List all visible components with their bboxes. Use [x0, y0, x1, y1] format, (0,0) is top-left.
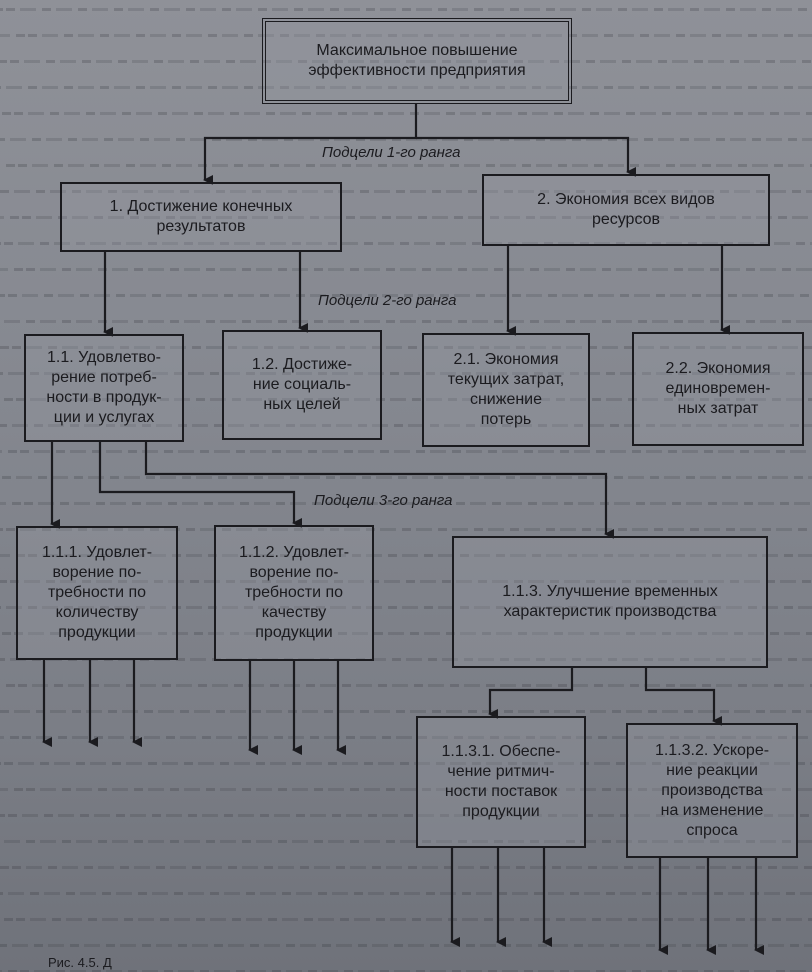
rank-label-level3: Подцели 3-го ранга [314, 492, 453, 509]
goal-node-1-1-3-1: 1.1.3.1. Обеспе- чение ритмич- ности пос… [416, 716, 586, 848]
goal-node-1-1-1: 1.1.1. Удовлет- ворение по- требности по… [16, 526, 178, 660]
background-text-line [0, 528, 812, 531]
background-text-line [0, 632, 812, 635]
background-text-line [0, 684, 812, 687]
goal-node-2-2: 2.2. Экономия единовремен- ных затрат [632, 332, 804, 446]
background-text-line [0, 944, 812, 947]
background-text-line [0, 814, 812, 817]
goal-node-1-2: 1.2. Достиже- ние социаль- ных целей [222, 330, 382, 440]
background-text-line [0, 164, 812, 167]
edge-node-1-1-to-1-1-2 [98, 442, 302, 528]
background-text-line [0, 658, 812, 661]
background-text-line [0, 424, 812, 427]
rank-label-level1: Подцели 1-го ранга [322, 144, 461, 161]
background-text-line [0, 502, 812, 505]
background-text-line [0, 190, 812, 193]
background-text-line [0, 34, 812, 37]
background-text-line [0, 60, 812, 63]
edge-node-1-1-3-to-1-1-3-2 [644, 668, 722, 726]
background-text-line [0, 450, 812, 453]
edge-node-1-1-3-to-1-1-3-1 [488, 668, 574, 719]
background-text-line [0, 138, 812, 141]
goal-node-2: 2. Экономия всех видов ресурсов [482, 174, 770, 246]
edge-root-to-node-1 [203, 104, 418, 185]
goal-node-1: 1. Достижение конечных результатов [60, 182, 342, 252]
goal-node-2-1: 2.1. Экономия текущих затрат, снижение п… [422, 333, 590, 447]
background-text-line [0, 892, 812, 895]
background-text-line [0, 294, 812, 297]
goal-node-1-1: 1.1. Удовлетво- рение потреб- ности в пр… [24, 334, 184, 442]
background-text-line [0, 788, 812, 791]
background-text-line [0, 554, 812, 557]
background-text-line [0, 970, 812, 972]
background-text-line [0, 606, 812, 609]
figure-caption: Рис. 4.5. Д [48, 955, 112, 970]
background-text-line [0, 840, 812, 843]
background-text-line [0, 866, 812, 869]
background-text-line [0, 918, 812, 921]
goal-node-1-1-3-2: 1.1.3.2. Ускоре- ние реакции производств… [626, 723, 798, 858]
background-text-line [0, 8, 812, 11]
background-text-line [0, 268, 812, 271]
background-text-line [0, 242, 812, 245]
background-text-line [0, 86, 812, 89]
background-text-line [0, 736, 812, 739]
background-text-line [0, 372, 812, 375]
background-text-line [0, 476, 812, 479]
background-text-line [0, 762, 812, 765]
background-text-line [0, 710, 812, 713]
goal-node-1-1-3: 1.1.3. Улучшение временных характеристик… [452, 536, 768, 668]
background-text-line [0, 398, 812, 401]
edge-node-1-1-to-1-1-3 [144, 442, 614, 539]
rank-label-level2: Подцели 2-го ранга [318, 292, 457, 309]
root-goal-box: Максимальное повышение эффективности пре… [262, 18, 572, 104]
background-text-line [0, 580, 812, 583]
background-text-line [0, 346, 812, 349]
background-text-line [0, 320, 812, 323]
edge-root-to-node-2 [416, 136, 636, 177]
background-text-line [0, 216, 812, 219]
background-text-line [0, 112, 812, 115]
goal-node-1-1-2: 1.1.2. Удовлет- ворение по- требности по… [214, 525, 374, 661]
